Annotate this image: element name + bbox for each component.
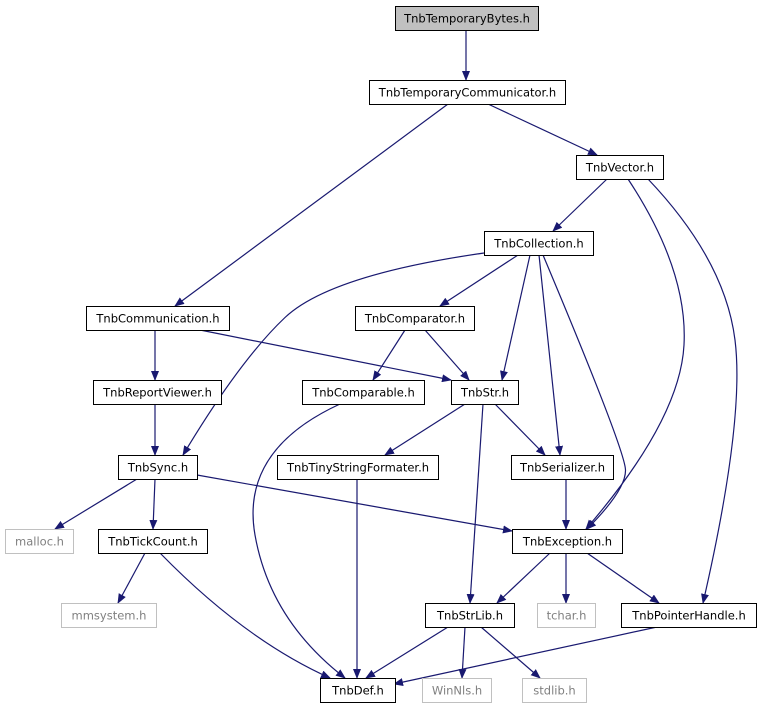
node-label: TnbStrLib.h [436, 609, 503, 623]
node-label: TnbStr.h [460, 386, 509, 400]
edge-str-to-tinystr [384, 403, 466, 456]
edge-exception-to-strlib [496, 552, 551, 604]
node-winnls: WinNls.h [422, 678, 492, 703]
node-label: TnbSync.h [127, 461, 188, 475]
edge-comparator-to-comparable [372, 329, 406, 381]
edge-str-to-serializer [494, 403, 546, 456]
node-box [425, 603, 515, 628]
edge-vector-to-collection [552, 178, 608, 232]
node-stdlib: stdlib.h [522, 678, 587, 703]
node-label: TnbComparator.h [364, 312, 465, 326]
edge-collection-to-sync [182, 252, 485, 456]
node-label: TnbException.h [522, 535, 612, 549]
edge-collection-to-exception [542, 254, 627, 530]
edge-sync-to-exception [196, 474, 513, 534]
node-mmsystem: mmsystem.h [61, 603, 157, 628]
node-box [302, 380, 425, 405]
node-box [277, 455, 439, 480]
node-str[interactable]: TnbStr.h [451, 380, 519, 405]
node-box [422, 678, 492, 703]
edge-strlib-to-winnls [458, 626, 467, 679]
node-box [320, 678, 396, 703]
node-pointerhandle[interactable]: TnbPointerHandle.h [621, 603, 757, 628]
node-label: TnbCollection.h [493, 237, 583, 251]
node-tickcount[interactable]: TnbTickCount.h [98, 529, 208, 554]
node-box [5, 529, 74, 554]
edge-tickcount-to-def [159, 552, 331, 679]
node-box [86, 306, 230, 331]
node-communication[interactable]: TnbCommunication.h [86, 306, 230, 331]
node-box [355, 306, 475, 331]
file-nodes: TnbTemporaryBytes.hTnbTemporaryCommunica… [5, 6, 757, 703]
node-box [484, 231, 594, 256]
node-box [98, 529, 208, 554]
edge-collection-to-comparator [439, 254, 519, 307]
node-serializer[interactable]: TnbSerializer.h [511, 455, 614, 480]
node-label: stdlib.h [533, 684, 575, 698]
node-label: mmsystem.h [72, 609, 147, 623]
node-label: TnbDef.h [331, 684, 384, 698]
edge-strlib-to-def [365, 626, 449, 679]
node-box [118, 455, 198, 480]
node-box [576, 155, 664, 180]
edge-exception-to-pointerhandle [586, 552, 660, 604]
node-tchar: tchar.h [537, 603, 596, 628]
edge-sync-to-malloc [54, 478, 138, 530]
node-label: TnbTemporaryCommunicator.h [378, 86, 556, 100]
node-label: TnbTemporaryBytes.h [403, 12, 530, 26]
edge-collection-to-serializer [538, 254, 564, 456]
node-label: malloc.h [15, 535, 64, 549]
node-label: TnbVector.h [585, 161, 654, 175]
node-vector[interactable]: TnbVector.h [576, 155, 664, 180]
node-exception[interactable]: TnbException.h [512, 529, 623, 554]
node-box [621, 603, 757, 628]
edge-comparator-to-str [424, 329, 470, 381]
node-reportviewer[interactable]: TnbReportViewer.h [93, 380, 222, 405]
node-strlib[interactable]: TnbStrLib.h [425, 603, 515, 628]
node-comparable[interactable]: TnbComparable.h [302, 380, 425, 405]
node-label: TnbTinyStringFormater.h [286, 461, 429, 475]
node-label: tchar.h [547, 609, 587, 623]
node-collection[interactable]: TnbCollection.h [484, 231, 594, 256]
node-box [537, 603, 596, 628]
edge-str-to-strlib [466, 403, 484, 604]
edge-sync-to-tickcount [149, 478, 158, 530]
node-box [395, 6, 539, 31]
node-comparator[interactable]: TnbComparator.h [355, 306, 475, 331]
edge-comparable-to-def [252, 403, 346, 679]
node-label: WinNls.h [432, 684, 482, 698]
edge-tickcount-to-mmsystem [117, 552, 146, 604]
node-tinystr[interactable]: TnbTinyStringFormater.h [277, 455, 439, 480]
edge-communication-to-str [199, 329, 452, 383]
node-box [61, 603, 157, 628]
edge-vector-to-exception [585, 178, 685, 530]
node-tempcomm[interactable]: TnbTemporaryCommunicator.h [369, 80, 566, 105]
node-def[interactable]: TnbDef.h [320, 678, 396, 703]
node-label: TnbComparable.h [311, 386, 415, 400]
node-box [522, 678, 587, 703]
edge-tempcomm-to-vector [487, 103, 598, 156]
node-label: TnbCommunication.h [95, 312, 219, 326]
node-box [369, 80, 566, 105]
edge-collection-to-str [500, 254, 531, 381]
node-sync[interactable]: TnbSync.h [118, 455, 198, 480]
node-box [451, 380, 519, 405]
node-box [512, 529, 623, 554]
dependency-edges [54, 30, 738, 687]
edge-pointerhandle-to-def [393, 626, 658, 687]
node-label: TnbTickCount.h [107, 535, 198, 549]
node-label: TnbPointerHandle.h [631, 609, 745, 623]
node-label: TnbSerializer.h [519, 461, 605, 475]
node-label: TnbReportViewer.h [102, 386, 212, 400]
edge-vector-to-pointerhandle [647, 178, 738, 604]
node-box [93, 380, 222, 405]
edge-strlib-to-stdlib [480, 626, 541, 679]
node-malloc: malloc.h [5, 529, 74, 554]
edge-tempcomm-to-communication [174, 103, 449, 307]
node-tempbytes[interactable]: TnbTemporaryBytes.h [395, 6, 539, 31]
node-box [511, 455, 614, 480]
